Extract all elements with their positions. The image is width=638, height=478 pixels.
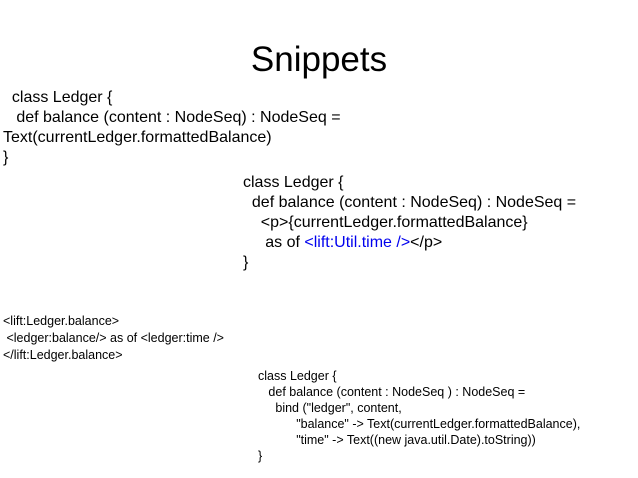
code-line: <p>{currentLedger.formattedBalance}: [243, 214, 528, 231]
code-line: as of <lift:Util.time /></p>: [243, 234, 443, 251]
code-block-scala-time-snippet: class Ledger { def balance (content : No…: [243, 173, 576, 273]
code-block-scala-text-snippet: class Ledger { def balance (content : No…: [3, 88, 341, 168]
code-line: <ledger:balance/> as of <ledger:time />: [3, 331, 224, 345]
code-block-lift-template-markup: <lift:Ledger.balance> <ledger:balance/> …: [3, 313, 224, 364]
code-line: def balance (content : NodeSeq) : NodeSe…: [243, 194, 577, 211]
code-line: bind ("ledger", content,: [258, 401, 402, 415]
code-line: "time" -> Text((new java.util.Date).toSt…: [258, 433, 536, 447]
code-line: }: [243, 254, 249, 271]
code-line: class Ledger {: [243, 174, 344, 191]
code-line: </lift:Ledger.balance>: [3, 348, 123, 362]
code-block-scala-bind-snippet: class Ledger { def balance (content : No…: [258, 368, 580, 464]
code-line: "balance" -> Text(currentLedger.formatte…: [258, 417, 581, 431]
code-line: class Ledger {: [258, 369, 337, 383]
code-line: class Ledger {: [3, 89, 113, 106]
code-line: def balance (content : NodeSeq) : NodeSe…: [3, 109, 341, 126]
code-line: def balance (content : NodeSeq ) : NodeS…: [258, 385, 526, 399]
slide-title: Snippets: [250, 40, 388, 79]
code-line: }: [258, 449, 263, 463]
code-line: <lift:Ledger.balance>: [3, 314, 120, 328]
code-line: }: [3, 149, 9, 166]
code-line: Text(currentLedger.formattedBalance): [3, 129, 272, 146]
